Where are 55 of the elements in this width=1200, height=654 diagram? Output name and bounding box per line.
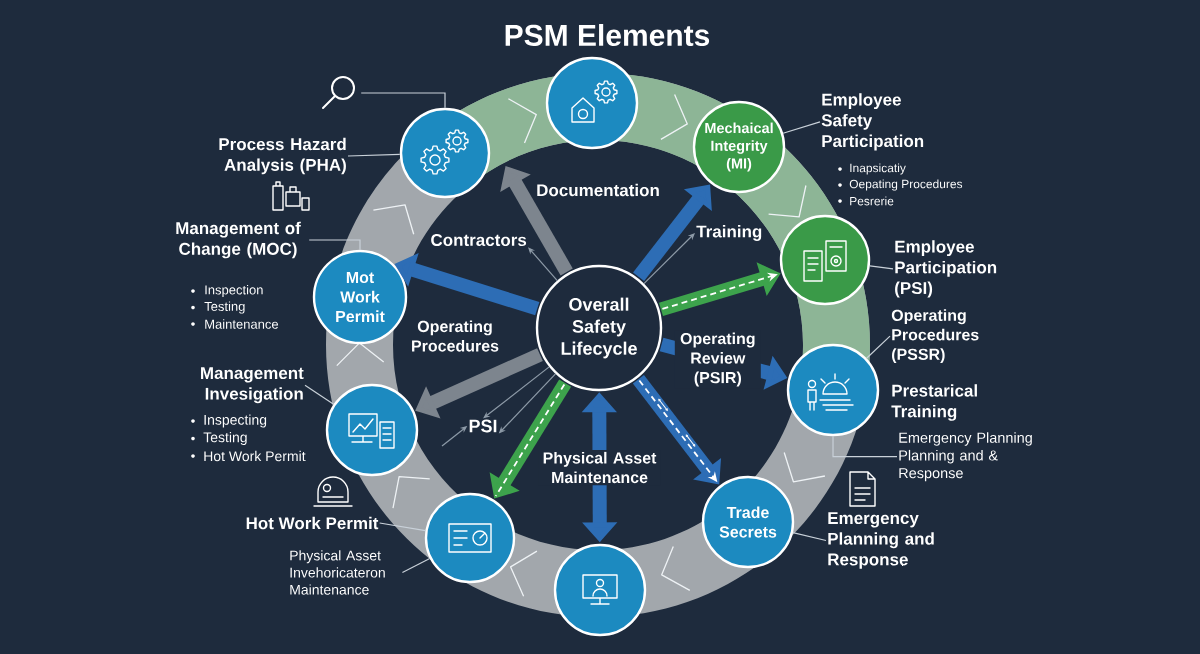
list-item: Testing	[203, 432, 247, 446]
text-label: PSI	[469, 419, 497, 433]
arrow	[633, 184, 712, 282]
list-item: Inspecting	[204, 414, 267, 428]
text-label: Physical Asset Invehoricateron Maintenance	[290, 550, 385, 595]
list-item: Pesrerie	[850, 196, 894, 206]
circle-node: Mot Work Permit	[312, 249, 408, 345]
text-label: Process Hazard Analysis (PHA)	[219, 137, 346, 175]
title: PSM Elements	[505, 24, 710, 46]
edge-label: Physical Asset Maintenance	[538, 449, 661, 486]
icon-circle	[545, 56, 639, 150]
icon-circle	[553, 543, 647, 637]
icon-circle	[779, 214, 871, 306]
list-item: Oepating Procedures	[849, 179, 963, 191]
text-label: Emergency Planning Planning and & Response	[899, 432, 1032, 482]
list-item: Testing	[204, 301, 245, 314]
leader-line	[304, 384, 335, 405]
text-label: Employee Participation (PSI)	[895, 240, 997, 298]
leader-line	[792, 532, 827, 542]
icon-circle	[399, 107, 491, 199]
arrow	[483, 366, 550, 419]
text-label: Management Invesigation	[201, 367, 304, 404]
dashed-line	[494, 383, 566, 497]
text-label: Contractors	[431, 234, 527, 247]
arrow	[528, 247, 558, 282]
arrow	[643, 233, 695, 285]
icon-circle	[786, 343, 880, 437]
leader-line	[869, 265, 894, 270]
text-label: Operating Procedures (PSSR)	[891, 309, 979, 364]
magnifier-icon	[322, 76, 355, 109]
leader-line	[401, 557, 431, 574]
icon-circle	[325, 383, 419, 477]
leader-line	[308, 239, 361, 251]
list-item: Maintenance	[205, 319, 279, 329]
leader-line	[866, 335, 891, 359]
text-label: Prestarical Training	[891, 384, 977, 421]
list-item: Inapsicatiy	[850, 163, 906, 175]
text-label: Hot Work Permit	[246, 516, 379, 530]
text-label: Documentation	[537, 183, 659, 197]
text-label: Management of Change (MOC)	[176, 221, 301, 259]
list-item: Inspection	[205, 284, 263, 298]
leader-line	[832, 435, 898, 458]
leader-line	[379, 522, 427, 532]
edge-label: Operating Review (PSIR)	[674, 330, 761, 389]
text-label: Training	[696, 225, 762, 241]
text-label: Employee Safety Participation	[821, 93, 924, 151]
icon-circle	[424, 492, 516, 584]
text-label: Emergency Planning and Response	[828, 512, 934, 569]
circle-node: Trade Secrets	[701, 475, 795, 569]
list-item: Hot Work Permit	[204, 450, 306, 462]
leader-line	[347, 153, 401, 157]
text-label: Operating Procedures	[412, 320, 499, 352]
leader-line	[360, 92, 446, 109]
leader-line	[782, 121, 821, 134]
circle-node: Mechaical Integrity (MI)	[692, 100, 786, 194]
